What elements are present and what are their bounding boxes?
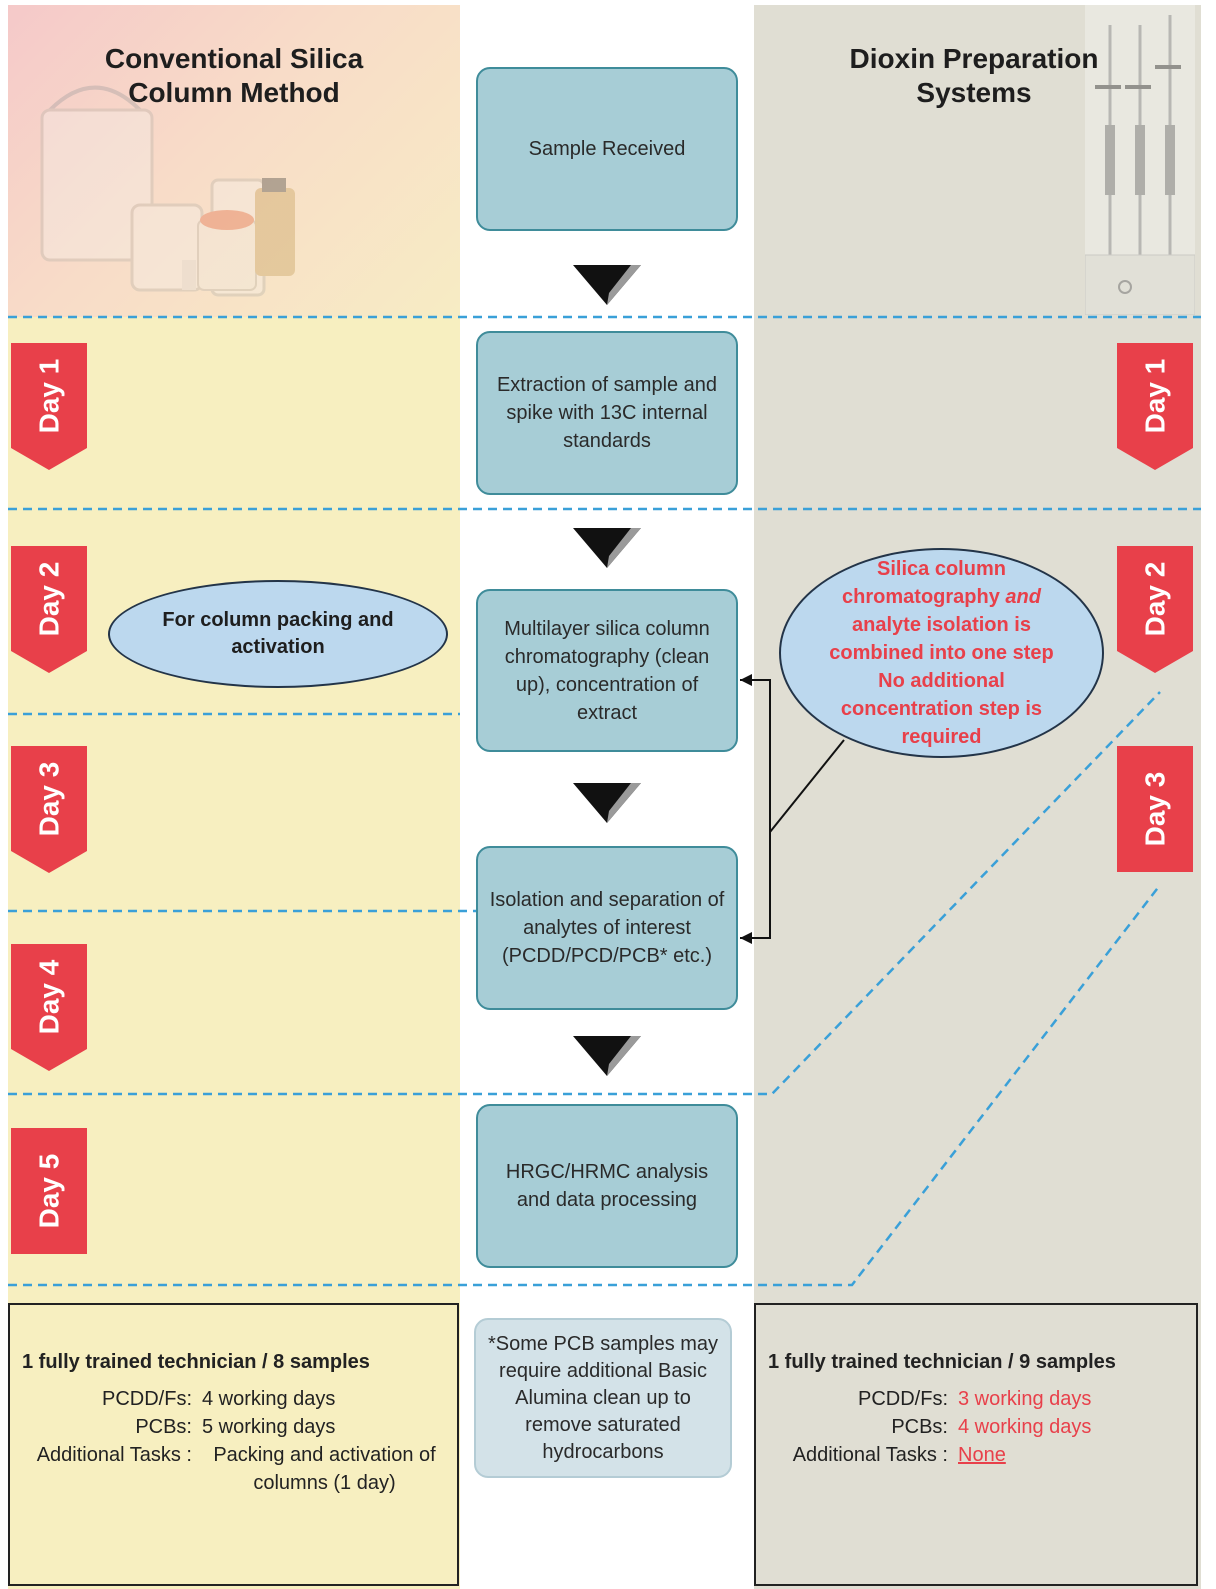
divider-line [8, 884, 1161, 1287]
summary-row-label: PCDD/Fs: [102, 1388, 192, 1410]
left-day-4-label: Day 4 [33, 959, 64, 1035]
step-extraction: Extraction of sample and spike with 13C … [476, 331, 738, 495]
column-packing-note: For column packing and activation [108, 580, 448, 688]
arrowhead-icon [740, 932, 752, 944]
down-arrow-icon [573, 528, 641, 568]
callout-emphasis: and [1005, 586, 1041, 608]
step-isolation-separation: Isolation and separation of analytes of … [476, 846, 738, 1010]
left-day-ribbon [11, 944, 87, 1071]
summary-row-value: 4 working days [202, 1388, 336, 1410]
left-day-1-label: Day 1 [33, 358, 64, 434]
right-column-title-line2: Systems [916, 77, 1032, 108]
left-column-title: Conventional Silica Column Method [8, 42, 460, 110]
bracket-connector [740, 679, 845, 939]
summary-row-label: PCDD/Fs: [858, 1388, 948, 1410]
left-day-2-label: Day 2 [33, 561, 64, 637]
left-day-3-label: Day 3 [33, 761, 64, 837]
callout-line-5: No additional [878, 670, 1005, 692]
left-summary-row: PCDD/Fs: 4 working days [22, 1385, 447, 1413]
chemical-containers-illustration [40, 85, 295, 297]
step-sample-received: Sample Received [476, 67, 738, 231]
right-day-ribbon [1117, 546, 1193, 673]
down-arrow-icon [573, 1036, 641, 1076]
dioxin-system-apparatus-illustration [1085, 5, 1195, 315]
left-day-ribbon [11, 546, 87, 673]
summary-row-value: 4 working days [958, 1416, 1092, 1438]
left-summary-box: 1 fully trained technician / 8 samples P… [8, 1303, 459, 1586]
right-day-2-label: Day 2 [1139, 561, 1170, 637]
callout-line-7: required [901, 726, 982, 748]
left-day-ribbon [11, 343, 87, 470]
down-arrow-icon [573, 783, 641, 823]
summary-row-label: PCBs: [135, 1416, 192, 1438]
right-summary-heading: 1 fully trained technician / 9 samples [768, 1351, 1116, 1373]
callout-line-4: combined into one step [829, 642, 1054, 664]
right-day-ribbon [1117, 746, 1193, 872]
summary-row-value: Packing and activation of columns (1 day… [213, 1444, 436, 1494]
callout-line-6: concentration step is [840, 698, 1043, 720]
callout-line-1: Silica column [877, 558, 1006, 580]
callout-line-2: chromatography and [842, 586, 1041, 608]
summary-row-value: None [958, 1444, 1006, 1466]
pcb-footnote: *Some PCB samples may require additional… [474, 1318, 732, 1478]
summary-row-label: Additional Tasks : [36, 1444, 192, 1466]
summary-row-label: Additional Tasks : [792, 1444, 948, 1466]
left-header-photo-background [8, 5, 460, 317]
right-day-ribbon [1117, 343, 1193, 470]
down-arrows [573, 265, 641, 1076]
right-column-title: Dioxin Preparation Systems [754, 42, 1194, 110]
arrowhead-icon [740, 674, 752, 686]
down-arrow-icon [573, 265, 641, 305]
day-ribbons [11, 343, 1193, 1254]
right-summary-row: Additional Tasks : None [768, 1441, 1186, 1469]
right-column-title-line1: Dioxin Preparation [849, 43, 1099, 74]
left-day-5-label: Day 5 [33, 1153, 64, 1229]
summary-row-value: 3 working days [958, 1388, 1092, 1410]
combined-step-callout: Silica column chromatography and analyte… [779, 548, 1104, 758]
summary-row-label: PCBs: [891, 1416, 948, 1438]
left-summary-heading: 1 fully trained technician / 8 samples [22, 1351, 370, 1373]
right-day-3-label: Day 3 [1139, 771, 1170, 847]
left-day-ribbon [11, 1128, 87, 1254]
left-column-title-line1: Conventional Silica [104, 43, 364, 74]
right-summary-row: PCDD/Fs: 3 working days [768, 1385, 1186, 1413]
right-summary-box: 1 fully trained technician / 9 samples P… [754, 1303, 1198, 1586]
left-column-title-line2: Column Method [128, 77, 340, 108]
left-summary-row: Additional Tasks : Packing and activatio… [22, 1441, 447, 1497]
right-day-1-label: Day 1 [1139, 358, 1170, 434]
left-summary-row: PCBs: 5 working days [22, 1413, 447, 1441]
summary-row-value: 5 working days [202, 1416, 336, 1438]
step-silica-column-chromatography: Multilayer silica column chromatography … [476, 589, 738, 752]
right-summary-row: PCBs: 4 working days [768, 1413, 1186, 1441]
left-day-ribbon [11, 746, 87, 873]
callout-line-3: analyte isolation is [852, 614, 1031, 636]
step-hrgc-analysis: HRGC/HRMC analysis and data processing [476, 1104, 738, 1268]
